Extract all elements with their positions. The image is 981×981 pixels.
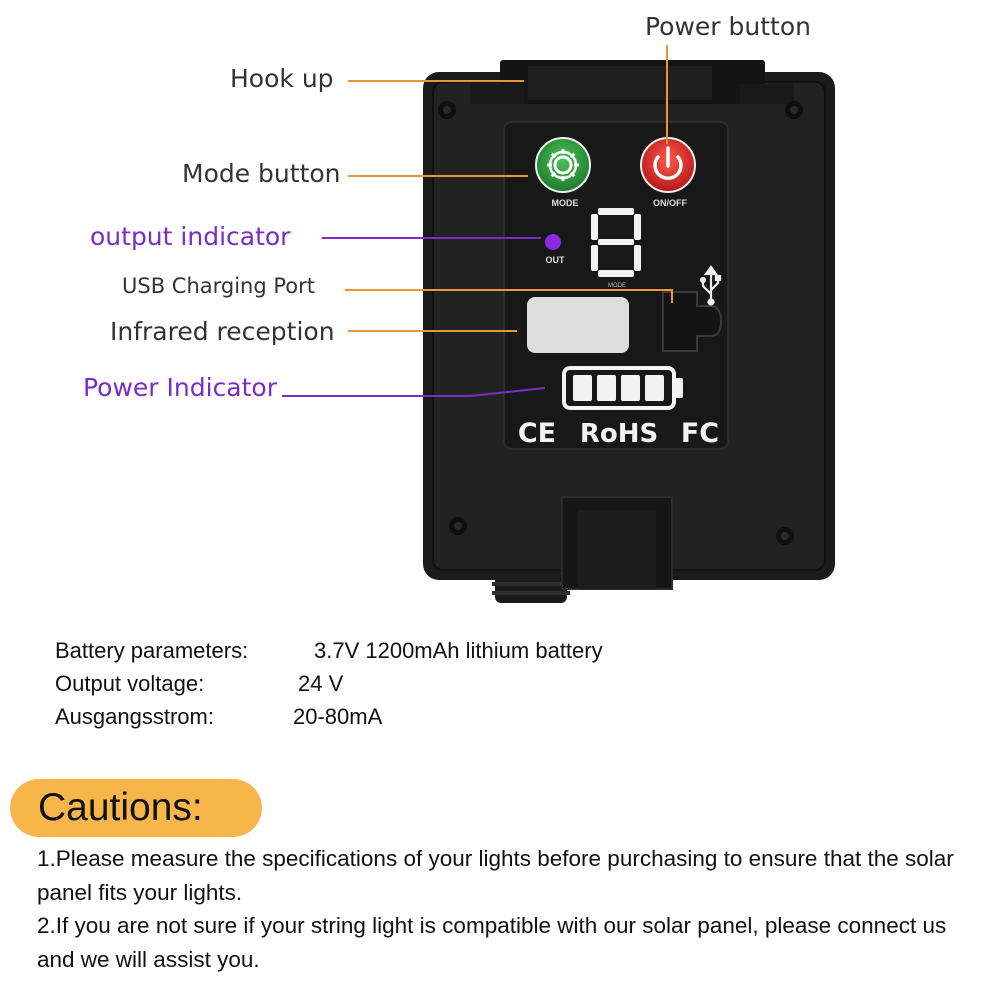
usb-icon [699,265,722,306]
infrared-reception-window [527,297,629,353]
power-indicator-leader-line [282,387,546,397]
hook-up-tab [470,60,794,104]
power-indicator-callout: Power Indicator [83,373,278,402]
screw-top-left [438,101,456,119]
device-diagram: MODE ON/OFF OUT MODE [282,45,835,603]
spec-label: Battery parameters: [55,638,249,663]
power-button[interactable] [640,137,696,193]
ce-mark: CE [518,418,556,449]
mode-button[interactable] [535,137,591,193]
spec-value: 20-80mA [293,704,383,729]
display-mode-label: MODE [608,283,626,289]
spec-value: 3.7V 1200mAh lithium battery [314,638,603,663]
screw-top-right [785,101,803,119]
bottom-connector [492,575,570,603]
spec-label: Output voltage: [55,671,205,696]
output-indicator-label: OUT [546,255,566,265]
mode-button-label: MODE [552,198,579,208]
spec-label: Ausgangsstrom: [55,704,214,729]
screw-bottom-right [776,527,794,545]
cautions-list: 1.Please measure the specifications of y… [37,842,977,976]
power-button-callout: Power button [645,12,811,41]
cautions-badge [10,779,262,837]
spec-value: 24 V [298,671,344,696]
usb-charging-port[interactable] [662,291,723,352]
power-icon [653,146,683,181]
mode-button-callout: Mode button [182,159,341,188]
output-indicator-led [545,234,561,250]
output-indicator-callout: output indicator [90,222,291,251]
cautions-title: Cautions: [38,786,203,829]
usb-charging-port-callout: USB Charging Port [122,274,315,298]
caution-item: 1.Please measure the specifications of y… [37,846,954,905]
fc-mark: FC [681,418,719,449]
usb-port-leader-line [345,289,673,303]
power-button-label: ON/OFF [653,198,687,208]
gear-icon [547,149,579,181]
infrared-reception-callout: Infrared reception [110,317,335,346]
rohs-mark: RoHS [580,419,658,449]
hook-up-callout: Hook up [230,64,334,93]
lower-tab [561,496,673,590]
battery-indicator [562,366,683,410]
seven-segment-display [591,208,641,277]
screw-bottom-left [449,517,467,535]
caution-item: 2.If you are not sure if your string lig… [37,913,947,972]
